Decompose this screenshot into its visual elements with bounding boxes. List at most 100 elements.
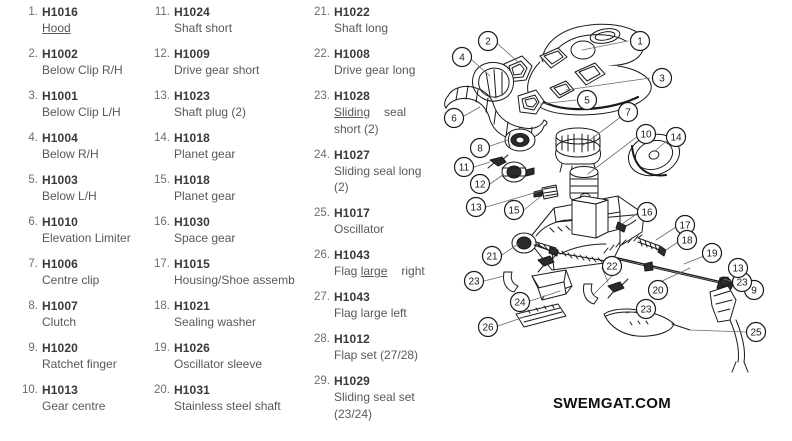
part-description-text: Gear centre	[42, 399, 106, 413]
part-description-text: Sealing washer	[174, 315, 257, 329]
callout-1[interactable]: 1	[629, 30, 651, 52]
callout-number: 25	[750, 328, 762, 339]
oscillator-assembly-drawing	[555, 127, 601, 203]
part-description: Shaft long	[334, 20, 436, 37]
part-index: 28.	[314, 333, 330, 345]
part-description: Elevation Limiter	[42, 230, 146, 247]
part-description-link[interactable]: large	[360, 264, 388, 278]
part-code: H1015	[174, 257, 210, 271]
callout-circle	[651, 67, 673, 89]
callout-number: 2	[485, 37, 491, 48]
callout-16[interactable]: 16	[636, 201, 658, 223]
leader-lines	[463, 40, 747, 333]
part-description-link[interactable]: Hood	[42, 21, 71, 35]
part-description: Below Clip L/H	[42, 104, 146, 121]
callout-4[interactable]: 4	[451, 46, 473, 68]
callout-circle	[465, 196, 487, 218]
part-code: H1026	[174, 341, 210, 355]
part-description: Drive gear long	[334, 62, 436, 79]
callout-19[interactable]: 19	[701, 242, 723, 264]
part-index: 13.	[154, 90, 170, 102]
bushing-15-drawing	[533, 184, 559, 200]
part-code: H1006	[42, 257, 78, 271]
callout-15[interactable]: 15	[503, 199, 525, 221]
bracket-24-drawing	[531, 269, 573, 301]
callout-3[interactable]: 3	[651, 67, 673, 89]
callout-26[interactable]: 26	[477, 316, 499, 338]
seal-ring-5-drawing	[517, 89, 545, 115]
callout-number: 3	[659, 74, 665, 85]
callout-23[interactable]: 23	[463, 270, 485, 292]
callout-number: 24	[514, 298, 526, 309]
callout-circle	[463, 270, 485, 292]
part-code: H1007	[42, 299, 78, 313]
part-index: 22.	[314, 48, 330, 60]
part-index: 19.	[154, 342, 170, 354]
callout-12[interactable]: 12	[469, 173, 491, 195]
callout-2[interactable]: 2	[477, 30, 499, 52]
part-code: H1010	[42, 215, 78, 229]
callout-number: 23	[468, 277, 480, 288]
callout-24[interactable]: 24	[509, 291, 531, 313]
part-description: Below L/H	[42, 188, 146, 205]
part-code: H1029	[334, 374, 370, 388]
part-description-text: Sliding seal long (2)	[334, 163, 422, 195]
callout-20[interactable]: 20	[647, 279, 669, 301]
callout-circle	[745, 321, 767, 343]
part-code: H1028	[334, 89, 370, 103]
callout-number: 13	[470, 203, 482, 214]
callout-number: 15	[508, 206, 520, 217]
part-description: Space gear	[174, 230, 302, 247]
seal-ring-4-drawing	[471, 61, 515, 102]
callout-13[interactable]: 13	[465, 196, 487, 218]
callout-23[interactable]: 23	[635, 298, 657, 320]
callout-14[interactable]: 14	[665, 126, 687, 148]
callout-22[interactable]: 22	[601, 255, 623, 277]
callout-6[interactable]: 6	[443, 107, 465, 129]
part-index: 14.	[154, 132, 170, 144]
callout-number: 12	[474, 180, 486, 191]
part-description-text: Drive gear short	[174, 63, 260, 77]
callout-circle	[453, 156, 475, 178]
part-description-text: Below Clip R/H	[42, 63, 123, 77]
gear-shaft-21-drawing	[511, 232, 559, 257]
part-index: 25.	[314, 207, 330, 219]
callout-11[interactable]: 11	[453, 156, 475, 178]
part-code: H1027	[334, 147, 370, 162]
part-code: H1031	[174, 383, 210, 397]
part-index: 20.	[154, 384, 170, 396]
part-index: 24.	[314, 148, 330, 161]
part-code: H1003	[42, 173, 78, 187]
part-description-text: Flag	[334, 264, 361, 278]
callout-7[interactable]: 7	[617, 101, 639, 123]
callout-18[interactable]: 18	[676, 229, 698, 251]
part-description-text: seal short (2)	[334, 105, 407, 136]
part-code: H1043	[334, 290, 370, 304]
part-description-text: Ratchet finger	[42, 357, 117, 371]
callout-number: 26	[482, 323, 494, 334]
part-index: 21.	[314, 6, 330, 18]
callout-10[interactable]: 10	[635, 123, 657, 145]
callout-21[interactable]: 21	[481, 245, 503, 267]
callout-circle	[509, 291, 531, 313]
part-description-link[interactable]: Sliding	[334, 105, 371, 119]
part-code: H1009	[174, 47, 210, 61]
callout-13[interactable]: 13	[727, 257, 749, 279]
callout-number: 1	[637, 37, 643, 48]
part-code: H1017	[334, 206, 370, 220]
callout-8[interactable]: 8	[469, 137, 491, 159]
callout-5[interactable]: 5	[576, 89, 598, 111]
callout-25[interactable]: 25	[745, 321, 767, 343]
callout-number: 20	[652, 286, 664, 297]
